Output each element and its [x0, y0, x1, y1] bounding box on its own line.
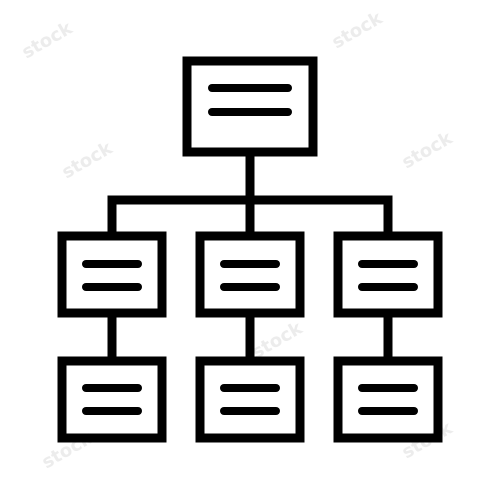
node-l2-right-box — [333, 231, 443, 318]
node-l2-left-box — [57, 231, 167, 318]
root-node-box — [182, 56, 318, 157]
node-l3-center-box — [195, 356, 305, 443]
node-l3-right-box — [333, 356, 443, 443]
node-l2-center-box — [195, 231, 305, 318]
node-l3-left-box — [57, 356, 167, 443]
